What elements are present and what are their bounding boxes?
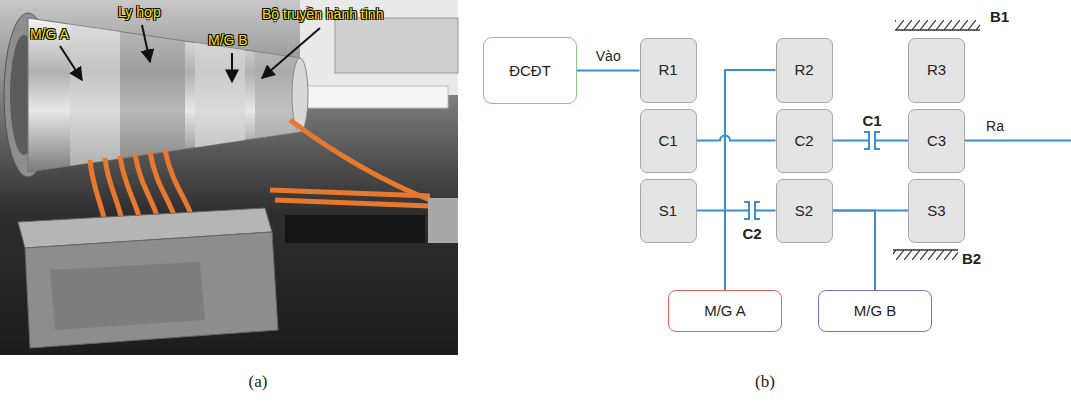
shaft-connector — [577, 70, 640, 72]
transmission-body — [28, 18, 300, 172]
test-rig — [335, 18, 458, 73]
node-text: R3 — [927, 61, 946, 79]
node-text: R1 — [658, 61, 677, 79]
node-text: C3 — [927, 132, 946, 150]
gear-member-box: S2 — [776, 179, 833, 243]
gear-member-box: C1 — [640, 109, 697, 173]
motor-generator-box: M/G A — [668, 290, 782, 332]
shaft-connector — [725, 70, 776, 290]
clutch-gap — [750, 203, 755, 218]
power-cables — [90, 120, 430, 222]
placard — [285, 215, 425, 243]
node-text: M/G B — [854, 302, 897, 320]
gear-member-box: R3 — [908, 38, 965, 103]
shaft-connector — [833, 211, 876, 291]
output-shaft — [300, 86, 448, 108]
brake-label: B2 — [962, 250, 981, 268]
gear-member-box: C2 — [776, 109, 833, 173]
subfigure-label: (a) — [249, 372, 268, 392]
part-label: Bộ truyền hành tinh — [262, 6, 383, 23]
clutch-symbol — [875, 132, 880, 149]
node-text: M/G A — [704, 302, 746, 320]
engine-box: ĐCĐT — [483, 37, 577, 104]
inverter-panel — [50, 262, 205, 330]
clutch-gap — [870, 133, 875, 148]
motor-b-section — [195, 43, 245, 148]
clutch-label: C2 — [742, 225, 761, 243]
junction-box — [428, 198, 458, 243]
power-cable — [90, 160, 105, 222]
brake-ground-hatch — [895, 20, 980, 30]
inverter-box — [25, 232, 278, 348]
motor-generator-box: M/G B — [818, 290, 932, 332]
leader-arrow — [262, 28, 320, 78]
clutch-label: C1 — [862, 112, 881, 130]
node-text: C2 — [794, 132, 813, 150]
clutch-section — [120, 32, 185, 159]
brake-label: B1 — [990, 8, 1009, 26]
gear-member-box: C3 — [908, 109, 965, 173]
subfigure-label: (b) — [755, 372, 775, 392]
output-label: Ra — [986, 118, 1004, 135]
node-text: S2 — [795, 202, 813, 220]
motor-a-section — [70, 24, 120, 166]
part-label: M/G A — [30, 26, 69, 43]
node-text: ĐCĐT — [509, 62, 551, 80]
node-text: C1 — [658, 132, 677, 150]
clutch-symbol — [744, 202, 749, 219]
node-text: S3 — [927, 202, 945, 220]
part-label: M/G B — [208, 32, 248, 49]
brake-ground-hatch — [893, 250, 958, 260]
part-label: Ly hợp — [118, 4, 161, 21]
gear-member-box: R2 — [776, 38, 833, 103]
node-text: R2 — [794, 61, 813, 79]
clutch-symbol — [864, 132, 869, 149]
leader-arrow — [142, 25, 150, 62]
node-text: S1 — [659, 202, 677, 220]
brake-ground-line — [895, 29, 980, 31]
power-cable — [165, 150, 192, 217]
leader-arrow — [60, 46, 82, 80]
shaft-connector — [697, 136, 776, 141]
power-cable — [150, 152, 175, 218]
photo-background — [0, 0, 458, 355]
power-cable — [275, 200, 430, 206]
input-label: Vào — [594, 48, 623, 65]
gear-member-box: S3 — [908, 179, 965, 243]
power-cable — [290, 120, 430, 200]
brake-ground-line — [893, 249, 958, 251]
clutch-symbol — [755, 202, 760, 219]
gear-member-box: S1 — [640, 179, 697, 243]
shaft-connector — [697, 210, 776, 212]
output-shaft-line — [965, 140, 1071, 142]
leader-arrow — [231, 53, 233, 82]
power-cable — [105, 158, 122, 221]
gear-member-box: R1 — [640, 38, 697, 103]
